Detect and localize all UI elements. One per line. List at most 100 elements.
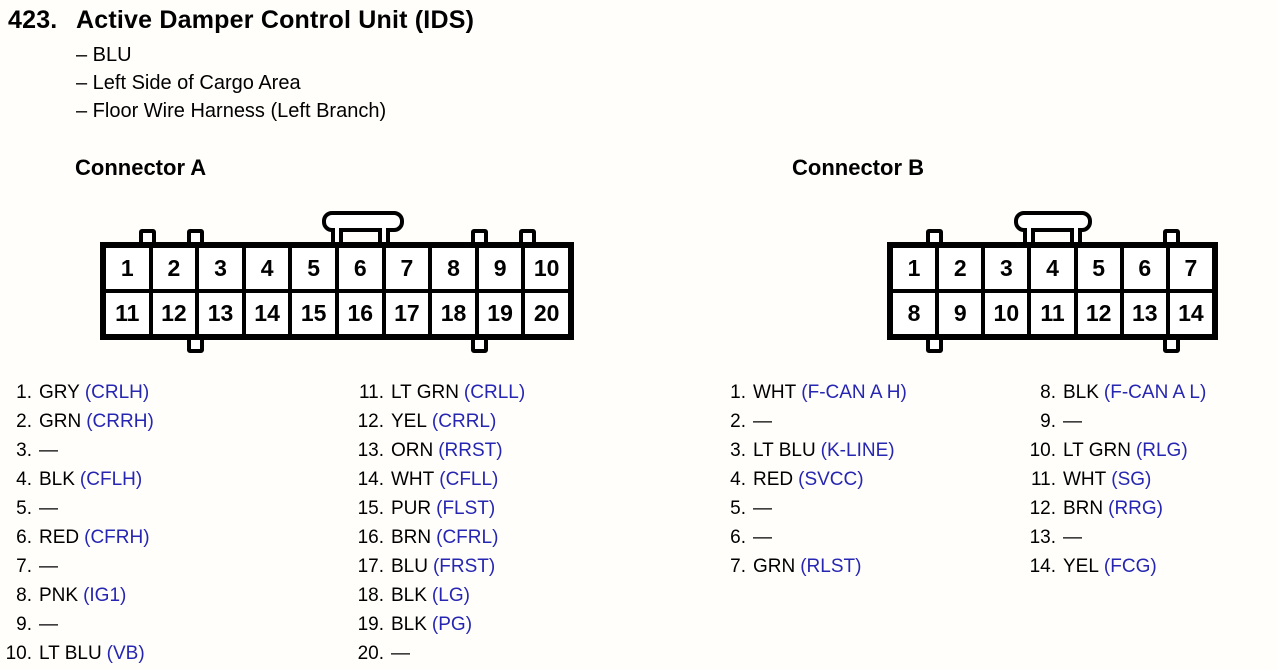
wire-color: — [39, 439, 58, 461]
pin-number: 7. [730, 555, 746, 577]
signal-name: (RRG) [1108, 497, 1164, 519]
pin-row-a-19: 19. BLK(PG) [350, 610, 525, 639]
pin-number: 8. [16, 584, 32, 606]
pin-row-b-12: 12.BRN(RRG) [1022, 494, 1206, 523]
pin-cavity-a-9: 9 [476, 246, 524, 291]
pin-row-b-8: 8. BLK(F-CAN A L) [1022, 378, 1206, 407]
signal-name: (RRST) [438, 439, 503, 461]
pin-row-b-13: 13. — [1022, 523, 1206, 552]
signal-name: (RLG) [1135, 439, 1188, 461]
pin-number: 10. [1029, 439, 1056, 461]
signal-name: (CRRL) [431, 410, 497, 432]
pin-cavity-a-5: 5 [290, 246, 337, 291]
wire-color: — [1063, 526, 1082, 548]
pin-cavity-a-3: 3 [197, 246, 244, 291]
wire-color: LT BLU [39, 642, 102, 664]
signal-name: (FRST) [432, 555, 496, 577]
pin-number: 8. [1040, 381, 1056, 403]
wire-color: — [39, 497, 58, 519]
wire-color: LT GRN [391, 381, 459, 403]
pin-row-a-15: 15.PUR(FLST) [350, 494, 525, 523]
signal-name: (SVCC) [798, 468, 864, 490]
signal-name: (FLST) [436, 497, 496, 519]
pin-cavity-a-4: 4 [243, 246, 291, 291]
pin-cavity-b-1: 1 [891, 246, 938, 291]
wire-color: BRN [1063, 497, 1104, 519]
pin-number: 4. [730, 468, 746, 490]
pin-row-b-7: 7.GRN(RLST) [716, 552, 907, 581]
pin-row-a-1: 1.GRY(CRLH) [2, 378, 154, 407]
pin-number: 16. [357, 526, 384, 548]
connector-latch-leg [1023, 228, 1035, 246]
wire-color: BLK [391, 613, 427, 635]
page-title: Active Damper Control Unit (IDS) [76, 6, 475, 34]
signal-name: (F-CAN A L) [1103, 381, 1207, 403]
pin-number: 3. [16, 439, 32, 461]
pin-number: 13. [1029, 526, 1056, 548]
pin-cavity-b-4: 4 [1029, 246, 1076, 291]
signal-name: (CFLH) [79, 468, 143, 490]
signal-name: (CFLL) [439, 468, 499, 490]
wire-color: PNK [39, 584, 79, 606]
signal-name: (CFRH) [84, 526, 150, 548]
pin-row-a-5: 5. — [2, 494, 154, 523]
pin-number: 14. [1029, 555, 1056, 577]
pin-cavity-b-6: 6 [1121, 246, 1168, 291]
signal-name: (FCG) [1103, 555, 1157, 577]
section-number: 423. [8, 6, 58, 34]
pin-number: 20. [357, 642, 384, 664]
pin-cavity-a-15: 15 [290, 291, 337, 336]
pin-cavity-a-10: 10 [523, 246, 570, 291]
pin-list-column: 8.BLK(F-CAN A L)9.—10.LT GRN(RLG)11.WHT(… [1022, 378, 1207, 581]
pin-number: 3. [730, 439, 746, 461]
pin-number: 6. [730, 526, 746, 548]
pin-row-b-2: 2. — [716, 407, 907, 436]
pin-row-b-1: 1.WHT(F-CAN A H) [716, 378, 907, 407]
pin-row-a-16: 16.BRN(CFRL) [350, 523, 525, 552]
pin-list-column: 11.LT GRN(CRLL)12.YEL(CRRL)13.ORN(RRST)1… [350, 378, 526, 668]
pin-number: 5. [16, 497, 32, 519]
wire-color: YEL [391, 410, 427, 432]
pin-row-a-13: 13.ORN(RRST) [350, 436, 525, 465]
pin-cavity-a-14: 14 [243, 291, 291, 336]
connector-b-label: Connector B [792, 155, 924, 180]
pin-row-a-3: 3. — [2, 436, 154, 465]
pin-cavity-a-11: 11 [104, 291, 151, 336]
pin-number: 2. [730, 410, 746, 432]
pin-cavity-b-11: 11 [1029, 291, 1076, 336]
pin-cavity-a-12: 12 [150, 291, 198, 336]
pin-number: 10. [5, 642, 32, 664]
pin-number: 11. [1030, 468, 1056, 490]
connector-latch-leg [1070, 228, 1082, 246]
pin-number: 7. [16, 555, 32, 577]
pin-row-a-18: 18.BLK(LG) [350, 581, 525, 610]
wire-color: LT BLU [753, 439, 816, 461]
wire-color: BLK [1063, 381, 1099, 403]
wire-color: — [1063, 410, 1082, 432]
pin-cavity-a-8: 8 [430, 246, 477, 291]
pin-cavity-b-10: 10 [983, 291, 1030, 336]
pin-number: 6. [16, 526, 32, 548]
wire-color: LT GRN [1063, 439, 1131, 461]
pin-list-column: 1.WHT(F-CAN A H)2.—3.LT BLU(K-LINE)4.RED… [716, 378, 907, 581]
pin-cavity-b-8: 8 [891, 291, 938, 336]
pin-row-b-9: 9.— [1022, 407, 1206, 436]
pin-cavity-a-19: 19 [476, 291, 524, 336]
pin-number: 5. [730, 497, 746, 519]
wire-color: — [753, 410, 772, 432]
pin-row-a-17: 17.BLU(FRST) [350, 552, 525, 581]
pin-cavity-a-1: 1 [104, 246, 151, 291]
signal-name: (PG) [431, 613, 473, 635]
pin-row-b-10: 10. LT GRN(RLG) [1022, 436, 1206, 465]
pin-number: 18. [357, 584, 384, 606]
signal-name: (RLST) [800, 555, 862, 577]
connector-latch-bar [1014, 211, 1092, 232]
pin-number: 19. [357, 613, 384, 635]
pin-number: 17. [357, 555, 384, 577]
wire-color: GRN [39, 410, 82, 432]
wire-color: RED [39, 526, 80, 548]
detail-line-harness: – Floor Wire Harness (Left Branch) [76, 100, 387, 122]
